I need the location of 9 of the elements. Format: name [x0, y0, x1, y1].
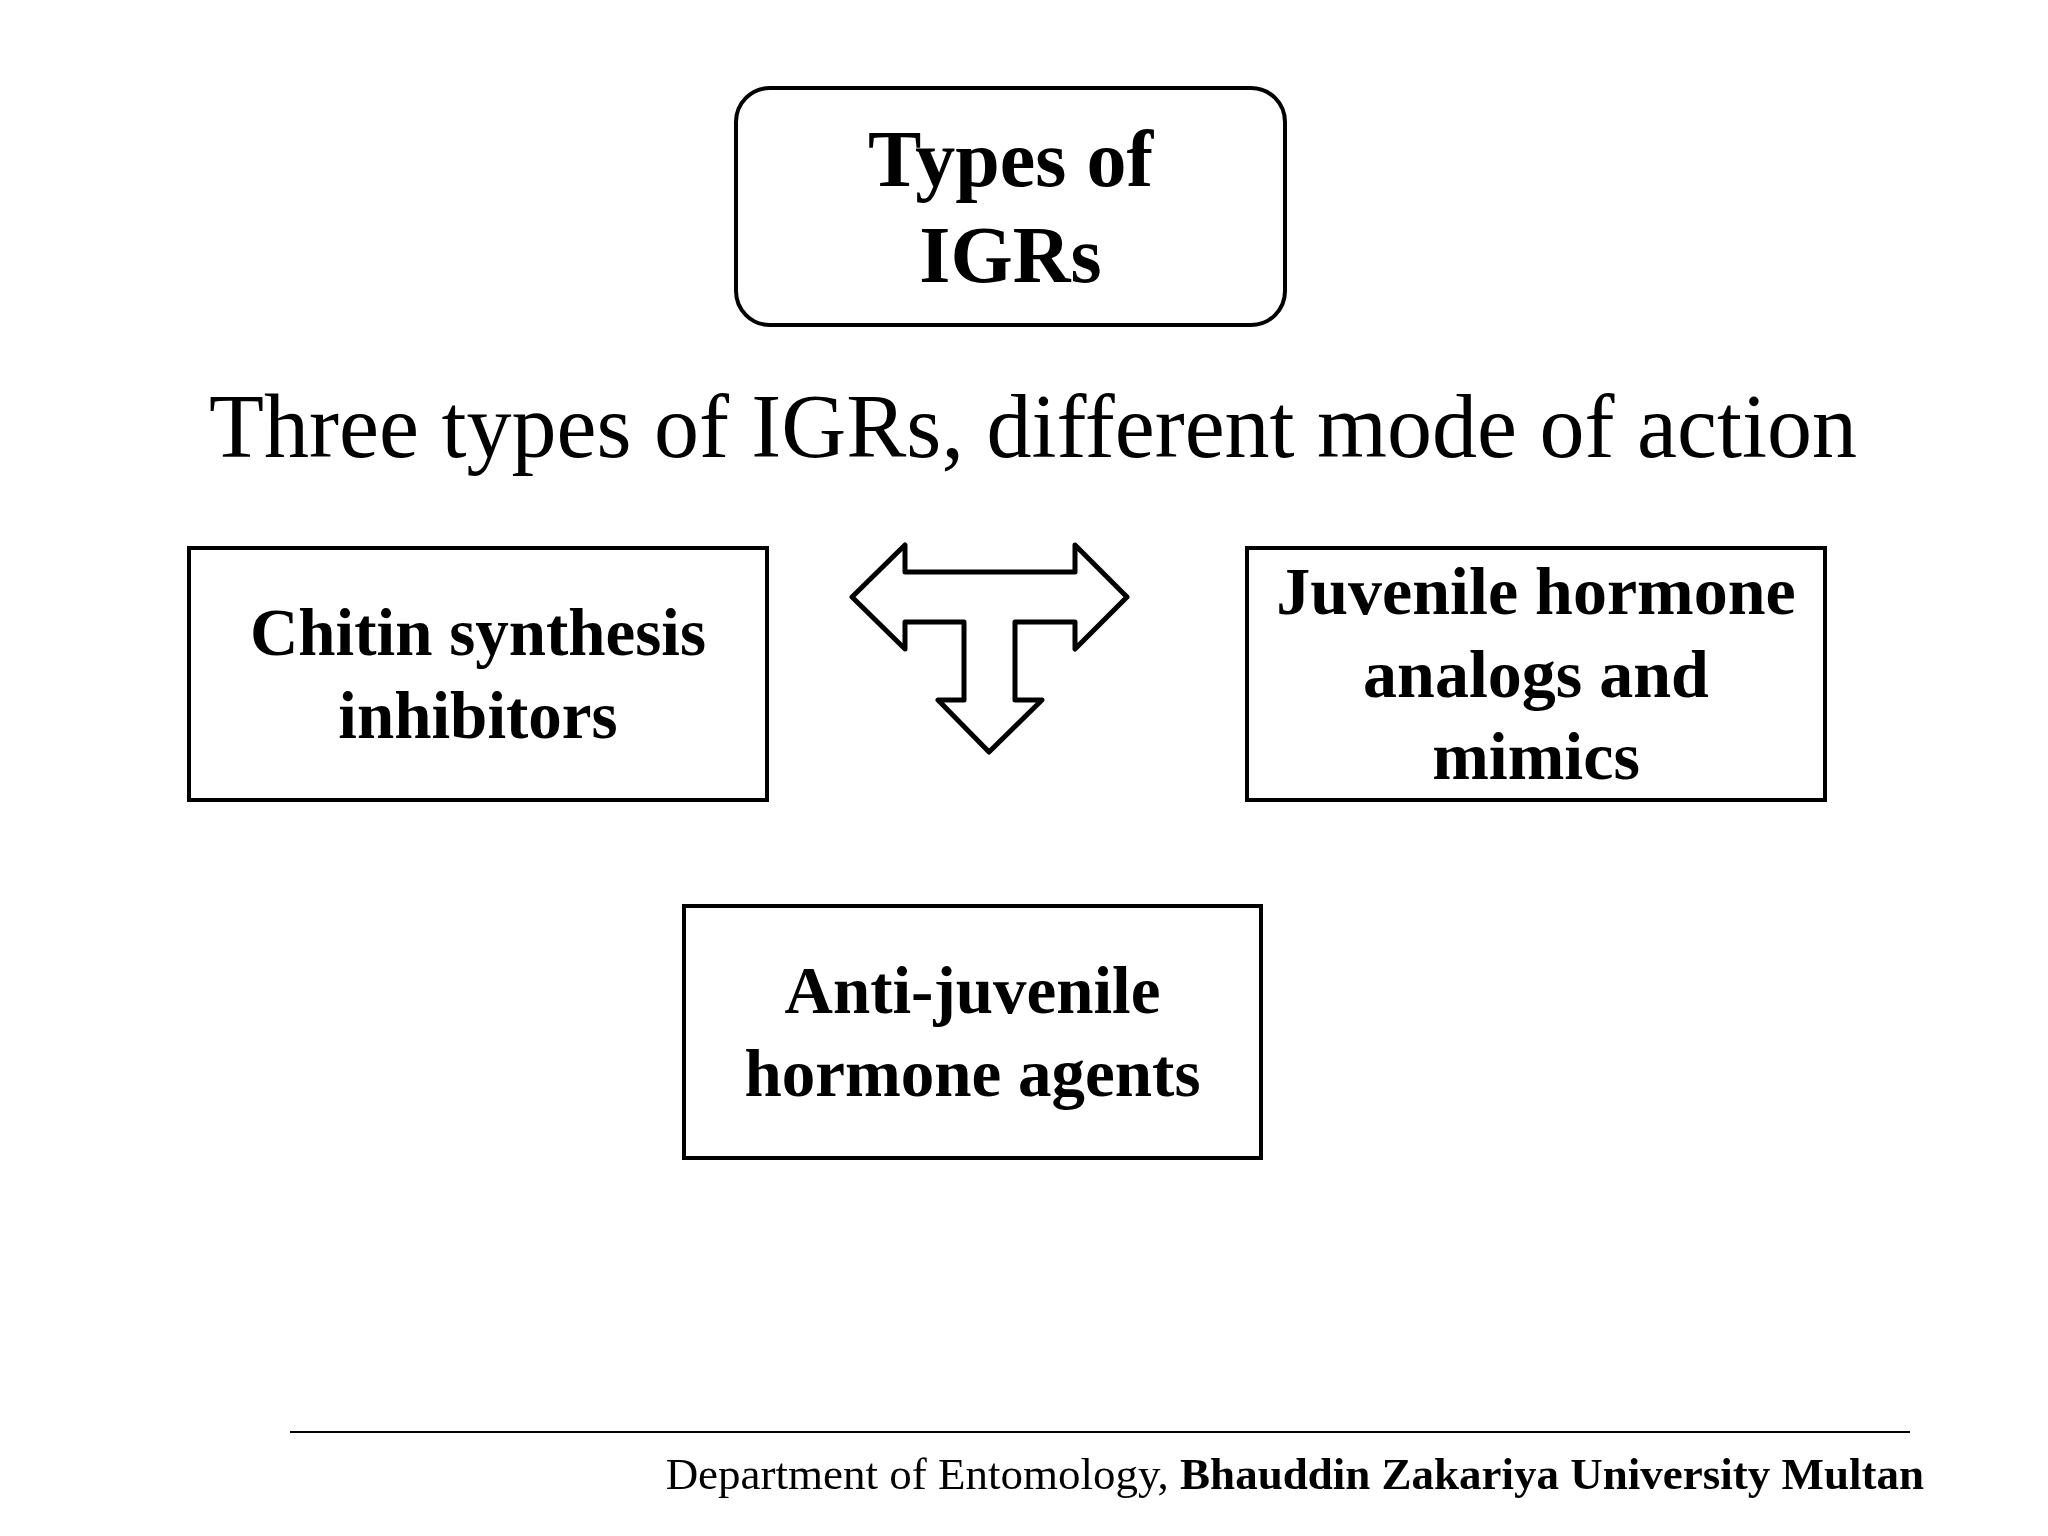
box-heading: Types of IGRs [866, 113, 1155, 301]
box-text: Anti-juvenile hormone agents [743, 951, 1202, 1112]
box-text: Juvenile hormone analogs and mimics [1275, 551, 1797, 797]
category-box [682, 904, 1263, 1160]
t-shaped-block-arrow [848, 541, 1131, 756]
box-text: Chitin synthesis inhibitors [248, 593, 708, 754]
category-box [187, 546, 769, 802]
heading-box [734, 86, 1287, 327]
footer-credit: Department of Entomology, Bhauddin Zakariya University Multan [665, 1452, 1924, 1497]
